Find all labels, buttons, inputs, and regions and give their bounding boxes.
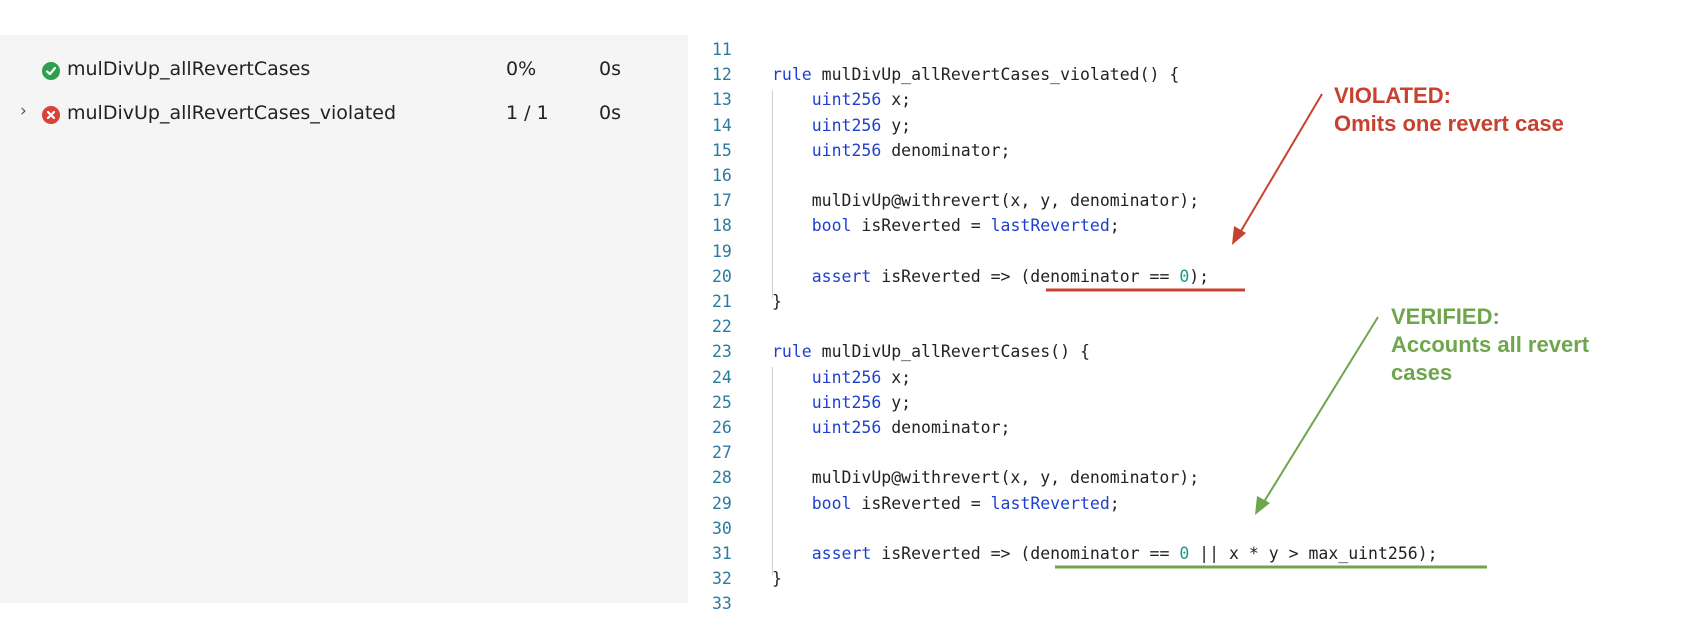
line-number: 30 [712,518,732,538]
indent-guide [772,367,773,575]
code-line: 21} [688,290,1698,315]
code-line: 19 [688,240,1698,265]
code-line: 23 rule mulDivUp_allRevertCases() { [688,340,1698,365]
rule-progress: 1 / 1 [506,102,549,124]
code-text: mulDivUp@withrevert(x, y, denominator); [772,191,1200,211]
code-text: uint256 denominator; [811,140,1011,160]
rule-name: mulDivUp_allRevertCases [67,58,311,80]
line-number: 20 [712,266,732,286]
violated-title: VIOLATED: [1334,83,1451,108]
error-circle-icon [42,106,60,124]
line-number: 23 [712,342,732,362]
line-number: 15 [712,140,732,160]
line-number: 28 [712,468,732,488]
rule-time: 0s [599,102,621,124]
rule-time: 0s [599,58,621,80]
code-line: 27 [688,441,1698,466]
verified-annotation: VERIFIED: Accounts all revert cases [1391,303,1589,387]
line-number: 13 [712,90,732,110]
code-text: rule mulDivUp_allRevertCases_violated() … [772,65,1180,85]
code-text: uint256 denominator; [811,418,1011,437]
code-editor: 11 12 rule mulDivUp_allRevertCases_violate… [688,30,1706,613]
indent-guide [772,90,773,298]
code-line: 30 [688,517,1698,542]
line-number: 31 [712,544,732,563]
line-number: 21 [712,292,732,311]
code-text: uint256 y; [811,115,912,135]
line-number: 14 [712,115,732,135]
line-number: 22 [712,317,732,337]
line-number: 29 [712,493,732,513]
line-number: 12 [712,65,732,85]
code-line: 31 assert isReverted => (denominator == … [688,542,1698,567]
line-number: 16 [712,166,732,185]
code-text: } [772,569,782,589]
code-text: uint256 x; [811,367,912,387]
check-circle-icon [42,62,60,80]
rule-result-row[interactable]: mulDivUp_allRevertCases 0% 0s [0,54,688,84]
code-line: 29 bool isReverted = lastReverted; [688,492,1698,517]
code-line: 20 assert isReverted => (denominator == … [688,265,1698,290]
rule-result-row[interactable]: › mulDivUp_allRevertCases_violated 1 / 1… [0,98,688,128]
code-line: 14 uint256 y; [688,114,1698,139]
verified-body-line1: Accounts all revert [1391,332,1590,357]
code-line: 15 uint256 denominator; [688,139,1698,164]
line-number: 27 [712,443,732,463]
code-text: bool isReverted = lastReverted; [811,493,1120,513]
code-line: 13 uint256 x; [688,88,1698,113]
code-line: 26 uint256 denominator; [688,416,1698,441]
rule-name: mulDivUp_allRevertCases_violated [67,102,397,124]
rule-progress: 0% [506,58,537,80]
code-text: rule mulDivUp_allRevertCases() { [772,342,1090,362]
line-number: 32 [712,569,732,589]
code-text: } [772,292,782,311]
code-text: assert isReverted => (denominator == 0 |… [811,544,1438,563]
code-line: 18 bool isReverted = lastReverted; [688,214,1698,239]
code-text: uint256 x; [811,90,912,110]
line-number: 24 [712,367,732,387]
code-line: 16 [688,164,1698,189]
chevron-right-icon[interactable]: › [20,101,27,121]
code-text: assert isReverted => (denominator == 0); [811,266,1210,286]
line-number: 25 [712,392,732,412]
code-line: 25 uint256 y; [688,391,1698,416]
code-line: 11 [688,38,1698,63]
line-number: 18 [712,216,732,236]
code-line: 33 [688,592,1698,617]
code-line: 12 rule mulDivUp_allRevertCases_violated(… [688,63,1698,88]
line-number: 11 [712,40,732,59]
code-text: uint256 y; [811,392,912,412]
verified-body-line2: cases [1391,360,1453,385]
code-line: 22 [688,315,1698,340]
code-text: mulDivUp@withrevert(x, y, denominator); [772,468,1200,488]
violated-body: Omits one revert case [1334,111,1564,136]
line-number: 19 [712,241,732,261]
violated-annotation: VIOLATED: Omits one revert case [1334,82,1564,138]
line-number: 26 [712,418,732,437]
line-number: 17 [712,191,732,211]
code-line: 32} [688,567,1698,592]
code-line: 17 mulDivUp@withrevert(x, y, denominator… [688,189,1698,214]
code-text: bool isReverted = lastReverted; [811,216,1120,236]
code-line: 24 uint256 x; [688,366,1698,391]
rule-results-panel: mulDivUp_allRevertCases 0% 0s › mulDivUp… [0,35,688,603]
verified-title: VERIFIED: [1391,304,1500,329]
code-line: 28 mulDivUp@withrevert(x, y, denominator… [688,466,1698,491]
line-number: 33 [712,594,732,614]
